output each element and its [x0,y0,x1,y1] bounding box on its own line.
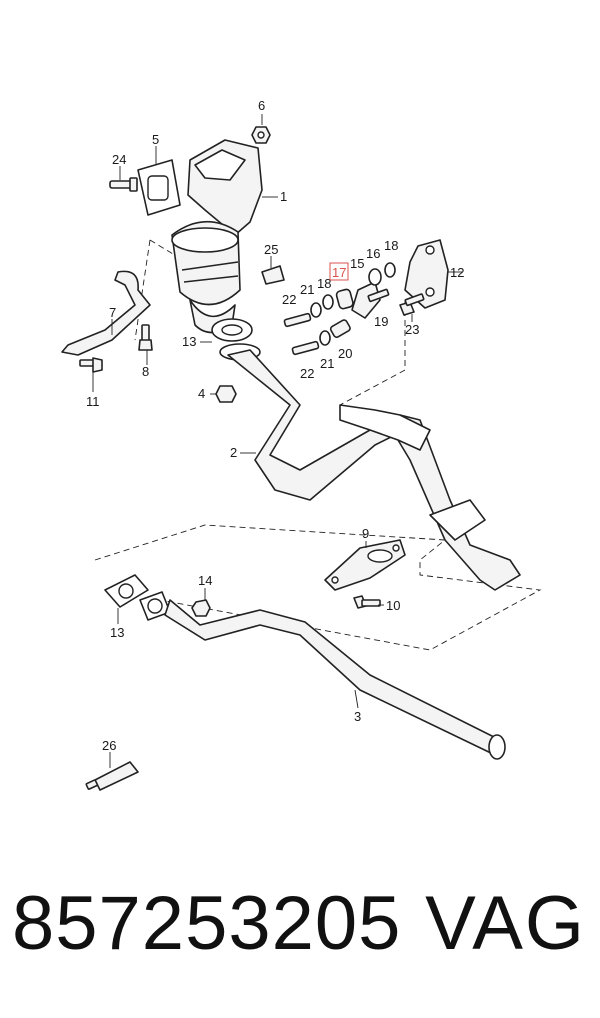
bracket-25[interactable] [261,265,285,285]
gasket-13-lower[interactable] [104,574,149,608]
bracket-12[interactable] [404,239,449,309]
callout-23: 23 [405,322,419,337]
callout-18-left: 18 [317,276,331,291]
callout-13-lower: 13 [110,625,124,640]
footer: 857253205 VAG [0,880,600,990]
bolt-24[interactable] [109,177,138,192]
callout-17: 17 [332,265,346,280]
callout-4: 4 [198,386,205,401]
part-callouts: 6 5 24 1 25 7 8 11 13 4 2 22 21 18 17 15… [86,98,464,753]
sleeve-20[interactable] [329,319,352,339]
part-number: 857253205 [12,881,402,966]
bolt-8[interactable] [138,324,153,351]
callout-10: 10 [386,598,400,613]
callout-21-lower: 21 [320,356,334,371]
exploded-parts-diagram: 6 5 24 1 25 7 8 11 13 4 2 22 21 18 17 15… [61,98,542,791]
bolt-19[interactable] [367,288,390,303]
highlight-box-17 [329,262,349,281]
washer-18-right[interactable] [384,262,396,278]
nut-4[interactable] [215,385,237,403]
callout-25: 25 [264,242,278,257]
manifold-gasket[interactable] [137,159,181,216]
flange-plate-9[interactable] [324,539,406,591]
nut-6[interactable] [251,126,271,144]
callout-1: 1 [280,189,287,204]
callout-5: 5 [152,132,159,147]
bolt-11[interactable] [79,357,103,373]
front-exhaust-pipe[interactable] [219,343,521,591]
exhaust-manifold-catalytic-converter[interactable] [171,139,263,334]
callout-18-right: 18 [384,238,398,253]
callout-26: 26 [102,738,116,753]
washer-21-lower[interactable] [319,330,331,346]
pipe-bracket-7[interactable] [61,270,151,356]
callout-3: 3 [354,709,361,724]
callout-20: 20 [338,346,352,361]
washer-21-upper[interactable] [310,302,322,318]
callout-8: 8 [142,364,149,379]
bolt-22-lower[interactable] [291,340,320,356]
nut-14[interactable] [191,599,211,617]
callout-15: 15 [350,256,364,271]
callout-22-lower: 22 [300,366,314,381]
bolt-10[interactable] [353,595,381,609]
callout-2: 2 [230,445,237,460]
callout-21-upper: 21 [300,282,314,297]
rear-exhaust-pipe[interactable] [139,591,506,760]
bolt-23[interactable] [399,293,425,316]
callout-6: 6 [258,98,265,113]
callout-24: 24 [112,152,126,167]
assembly-boundary-lines [94,239,542,651]
callout-9: 9 [362,526,369,541]
washer-18-left[interactable] [322,294,334,310]
washer-16[interactable] [368,268,382,286]
bolt-22-upper[interactable] [283,312,312,328]
sealant-tube-26[interactable] [85,761,139,791]
sleeve-17[interactable] [335,288,354,310]
callout-22-upper: 22 [282,292,296,307]
callout-16: 16 [366,246,380,261]
leader-lines [92,114,462,768]
callout-11: 11 [86,394,100,409]
callout-7: 7 [109,305,116,320]
callout-13-upper: 13 [182,334,196,349]
callout-12: 12 [450,265,464,280]
callout-19: 19 [374,314,388,329]
brand-name: VAG [425,881,586,966]
callout-14: 14 [198,573,212,588]
gasket-13-upper[interactable] [211,318,253,342]
